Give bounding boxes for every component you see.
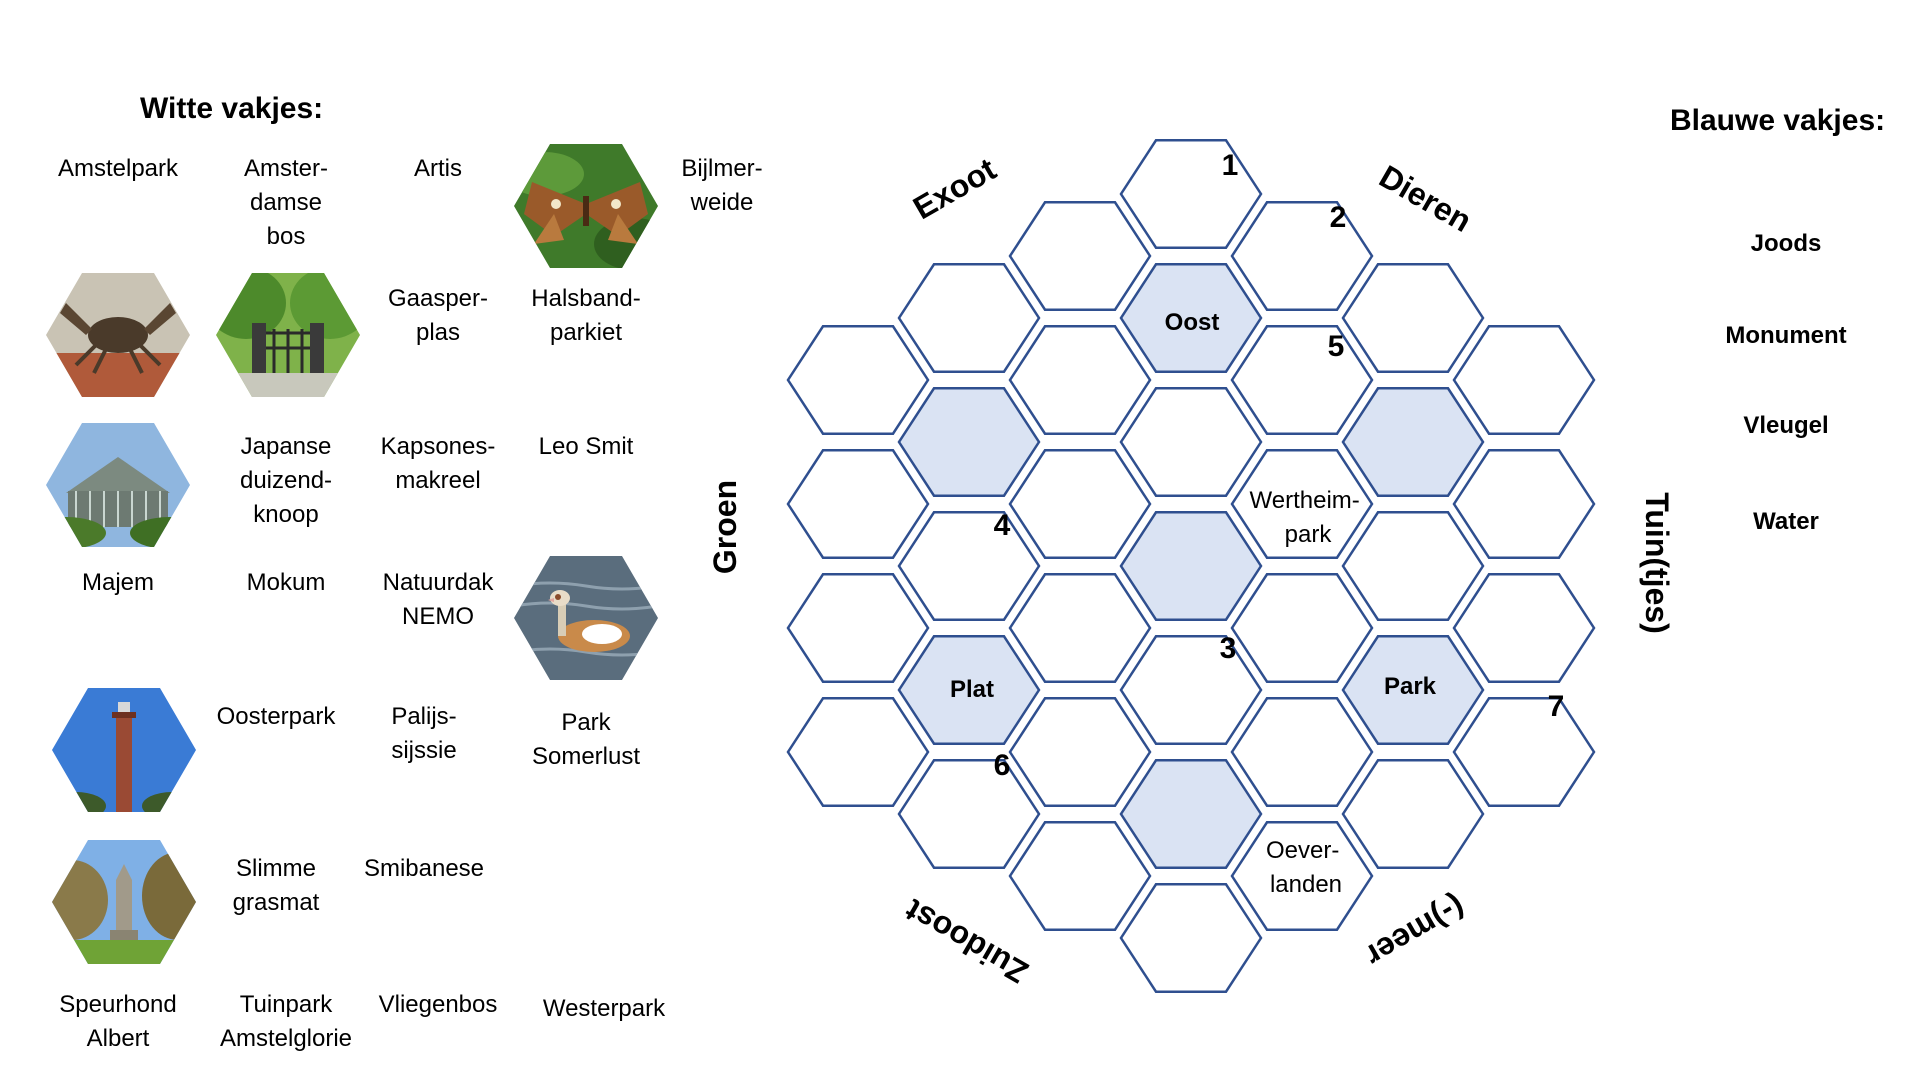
clue-number-2: 2 <box>1330 201 1347 234</box>
word-japanse-duizendknoop: Japanse duizend- knoop <box>239 433 333 528</box>
white-hex-cell[interactable] <box>1341 511 1485 621</box>
blue-word-monument: Monument <box>1725 322 1847 349</box>
blue-hex-cell[interactable] <box>897 387 1041 497</box>
blue-hex-cell[interactable] <box>1341 387 1485 497</box>
word-mokum: Mokum <box>246 569 326 596</box>
word-amsterdamse-bos: Amster- damse bos <box>244 155 328 250</box>
word-palijssijssie: Palijs- sijssie <box>391 703 457 764</box>
white-hex-cell[interactable] <box>1119 635 1263 745</box>
side-label-meer: (-)meer <box>1360 889 1472 974</box>
white-hex-cell[interactable] <box>1119 387 1263 497</box>
blue-hex-cell[interactable] <box>1119 759 1263 869</box>
word-vliegenbos: Vliegenbos <box>378 991 498 1018</box>
white-hex-cell[interactable] <box>786 697 930 807</box>
white-hex-cell[interactable] <box>1008 325 1152 435</box>
clue-number-3: 3 <box>1220 632 1237 665</box>
blue-hex-cell[interactable] <box>1119 511 1263 621</box>
word-westerpark: Westerpark <box>542 995 666 1022</box>
word-artis: Artis <box>414 155 462 182</box>
egyptian-goose-image <box>514 556 658 680</box>
hex-cells <box>786 139 1596 993</box>
witte-vakjes-title: Witte vakjes: <box>140 92 324 125</box>
cell-label-wertheimpark-line2: park <box>1285 521 1333 548</box>
white-hex-cell[interactable] <box>1008 697 1152 807</box>
cell-label-oeverlanden: Oever- landen <box>1266 837 1346 898</box>
blue-word-water: Water <box>1753 508 1819 535</box>
word-natuurdak-nemo: Natuurdak NEMO <box>382 569 494 630</box>
word-slimme-grasmat: Slimme grasmat <box>232 855 320 916</box>
blue-hex-cell[interactable] <box>897 635 1041 745</box>
word-leo-smit: Leo Smit <box>538 433 634 460</box>
cell-label-oost: Oost <box>1165 309 1220 336</box>
word-bijlmerweide: Bijlmer- weide <box>681 155 763 216</box>
white-hex-cell[interactable] <box>1341 759 1485 869</box>
white-hex-cell[interactable] <box>1230 449 1374 559</box>
side-label-tuintjes: Tuin(tjes) <box>1639 492 1675 634</box>
white-hex-cell[interactable] <box>786 449 930 559</box>
side-label-zuidoost: Zuidoost <box>899 892 1034 991</box>
cell-label-oeverlanden-line1: Oever- <box>1266 837 1339 864</box>
blue-word-vleugel: Vleugel <box>1743 412 1829 439</box>
word-tuinpark-amstelglorie: Tuinpark Amstelglorie <box>219 991 353 1052</box>
word-speurhond-albert: Speurhond Albert <box>59 991 177 1052</box>
cell-label-wertheimpark-line1: Wertheim- <box>1250 487 1360 514</box>
white-hex-cell[interactable] <box>1230 821 1374 931</box>
blue-hex-cell[interactable] <box>1119 263 1263 373</box>
white-hex-cell[interactable] <box>1230 697 1374 807</box>
side-label-dieren: Dieren <box>1373 158 1477 239</box>
white-hex-cell[interactable] <box>786 325 930 435</box>
white-hex-cell[interactable] <box>1008 201 1152 311</box>
cell-label-wertheimpark: Wertheim- park <box>1250 487 1367 548</box>
word-majem: Majem <box>81 569 154 596</box>
white-hex-cell[interactable] <box>1008 821 1152 931</box>
white-hex-cell[interactable] <box>1008 449 1152 559</box>
side-label-exoot: Exoot <box>907 150 1002 226</box>
white-hex-cell[interactable] <box>897 759 1041 869</box>
white-hex-cell[interactable] <box>1452 449 1596 559</box>
cell-label-park: Park <box>1384 673 1437 700</box>
word-kapsonesmakreel: Kapsones- makreel <box>380 433 496 494</box>
cell-label-oeverlanden-line2: landen <box>1270 871 1342 898</box>
side-label-groen: Groen <box>707 480 743 574</box>
blauwe-vakjes-title: Blauwe vakjes: <box>1670 104 1886 137</box>
clue-number-6: 6 <box>994 749 1011 782</box>
clue-numbers: 1 2 3 4 5 6 7 <box>994 149 1565 782</box>
white-hex-cell[interactable] <box>1452 573 1596 683</box>
cell-labels: Oost Plat Park Wertheim- park Oever- lan… <box>950 309 1437 898</box>
white-hex-cell[interactable] <box>1230 573 1374 683</box>
white-hex-cell[interactable] <box>1452 325 1596 435</box>
word-oosterpark: Oosterpark <box>216 703 336 730</box>
word-halsbandparkiet: Halsband- parkiet <box>531 285 641 346</box>
white-hex-cell[interactable] <box>897 263 1041 373</box>
white-hex-cell[interactable] <box>1230 201 1374 311</box>
blue-word-joods: Joods <box>1750 230 1822 257</box>
white-hex-cell[interactable] <box>1119 883 1263 993</box>
white-hex-cell[interactable] <box>1230 325 1374 435</box>
white-hex-cell[interactable] <box>1341 263 1485 373</box>
blue-hex-cell[interactable] <box>1341 635 1485 745</box>
clue-number-7: 7 <box>1548 690 1565 723</box>
word-gaasperplas: Gaasper- plas <box>387 285 489 346</box>
cell-label-plat: Plat <box>950 676 994 703</box>
clue-number-1: 1 <box>1222 149 1239 182</box>
clue-number-4: 4 <box>994 509 1011 542</box>
white-hex-cell[interactable] <box>786 573 930 683</box>
white-hex-cell[interactable] <box>1452 697 1596 807</box>
word-park-somerlust: Park Somerlust <box>531 709 641 770</box>
clue-number-5: 5 <box>1328 330 1345 363</box>
word-amstelpark: Amstelpark <box>57 155 179 182</box>
word-smibanese: Smibanese <box>363 855 485 882</box>
park-monument-image <box>52 840 196 964</box>
white-hex-cell[interactable] <box>897 511 1041 621</box>
atlas-moth-image <box>514 144 658 268</box>
white-hex-cell[interactable] <box>1119 139 1263 249</box>
white-hex-cell[interactable] <box>1008 573 1152 683</box>
